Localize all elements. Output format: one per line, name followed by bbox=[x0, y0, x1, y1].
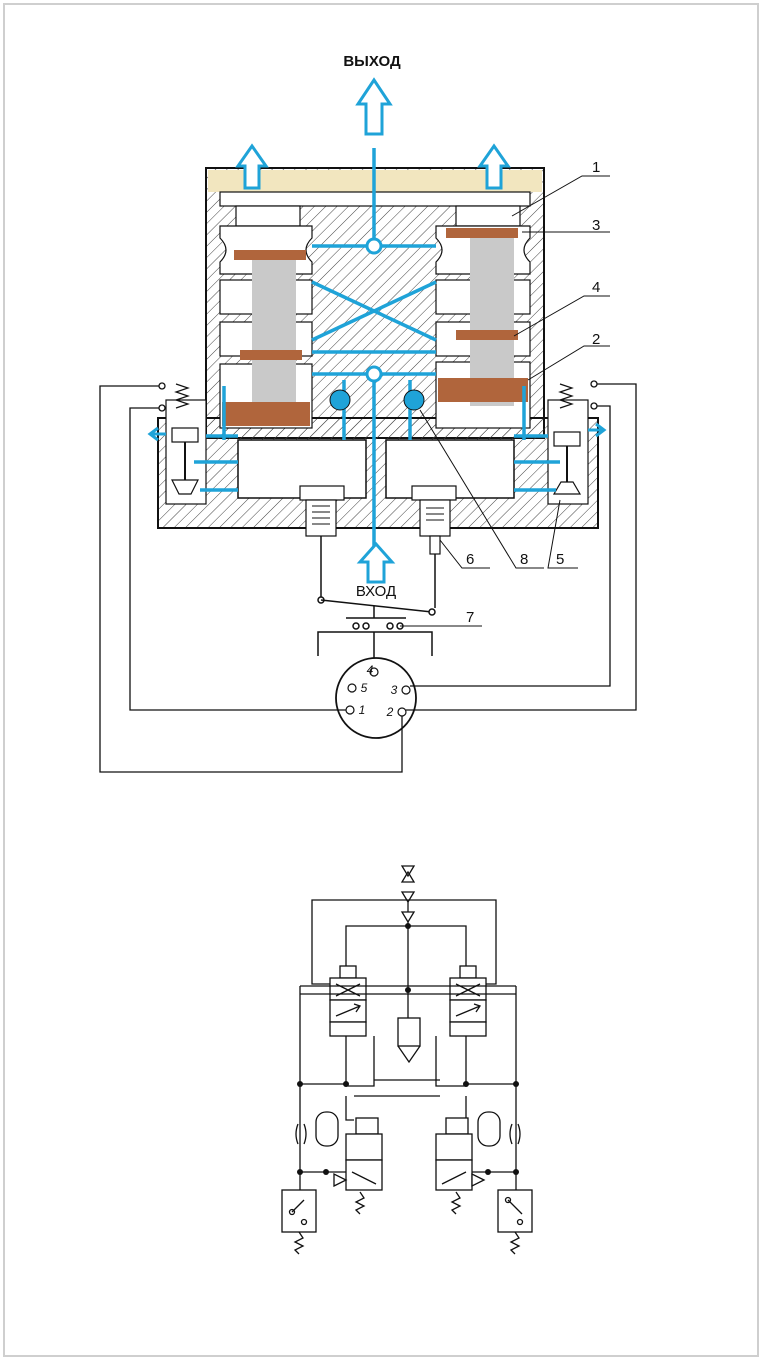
pin-label-2: 2 bbox=[386, 705, 394, 719]
valve-assembly-diagram: 4 5 3 1 2 1 2 bbox=[99, 53, 637, 773]
main-output-arrow bbox=[355, 77, 393, 136]
callout-6: 6 bbox=[466, 551, 474, 568]
left-piston bbox=[222, 402, 310, 426]
left-rod bbox=[252, 256, 296, 426]
right-pilot-valve bbox=[547, 383, 589, 505]
callout-leaders bbox=[400, 175, 610, 627]
input-arrow bbox=[356, 541, 396, 584]
inlet-symbol bbox=[400, 865, 416, 883]
left-seal-mid bbox=[240, 350, 302, 360]
right-check-ball bbox=[403, 389, 425, 411]
left-seal-top bbox=[234, 250, 306, 260]
input-label: ВХОД bbox=[356, 583, 396, 600]
pin-label-3: 3 bbox=[391, 683, 398, 697]
left-plunger bbox=[305, 499, 337, 592]
right-output-arrow bbox=[477, 143, 511, 190]
junction-dots bbox=[297, 923, 519, 1175]
callout-2: 2 bbox=[592, 331, 600, 348]
flow-lines bbox=[194, 148, 560, 552]
left-accumulator bbox=[315, 1111, 339, 1147]
callout-5: 5 bbox=[556, 551, 564, 568]
pneumatic-schematic bbox=[281, 865, 533, 1255]
right-solenoid-valve bbox=[435, 1117, 486, 1215]
callout-1: 1 bbox=[592, 159, 600, 176]
callout-8: 8 bbox=[520, 551, 528, 568]
right-seal-mid bbox=[456, 330, 518, 340]
pin-label-5: 5 bbox=[361, 681, 368, 695]
silencer-symbol bbox=[400, 911, 416, 924]
left-check-ball bbox=[329, 389, 351, 411]
left-pressure-switch bbox=[281, 1176, 317, 1255]
left-solenoid-valve bbox=[333, 1117, 383, 1215]
pin-label-1: 1 bbox=[359, 703, 366, 717]
center-cylinder bbox=[397, 1017, 421, 1047]
callout-7: 7 bbox=[466, 609, 474, 626]
right-cylinder bbox=[435, 205, 531, 429]
wiring bbox=[99, 380, 637, 773]
right-plunger bbox=[419, 499, 451, 608]
right-seal-top bbox=[446, 228, 518, 238]
left-output-arrow bbox=[235, 143, 269, 190]
pin-label-4: 4 bbox=[367, 663, 374, 677]
left-cylinder bbox=[219, 205, 313, 429]
callout-4: 4 bbox=[592, 279, 600, 296]
right-rod bbox=[470, 232, 514, 406]
output-label: ВЫХОД bbox=[343, 53, 401, 70]
callout-3: 3 bbox=[592, 217, 600, 234]
right-main-valve bbox=[449, 965, 487, 1037]
left-main-valve bbox=[329, 965, 367, 1037]
right-accumulator bbox=[477, 1111, 501, 1147]
right-piston bbox=[438, 378, 528, 402]
right-pressure-switch bbox=[497, 1176, 533, 1255]
electrical-connector: 4 5 3 1 2 bbox=[335, 657, 417, 739]
switch-linkage bbox=[317, 592, 436, 664]
left-pilot-valve bbox=[165, 383, 207, 505]
output-arrows bbox=[235, 77, 511, 584]
